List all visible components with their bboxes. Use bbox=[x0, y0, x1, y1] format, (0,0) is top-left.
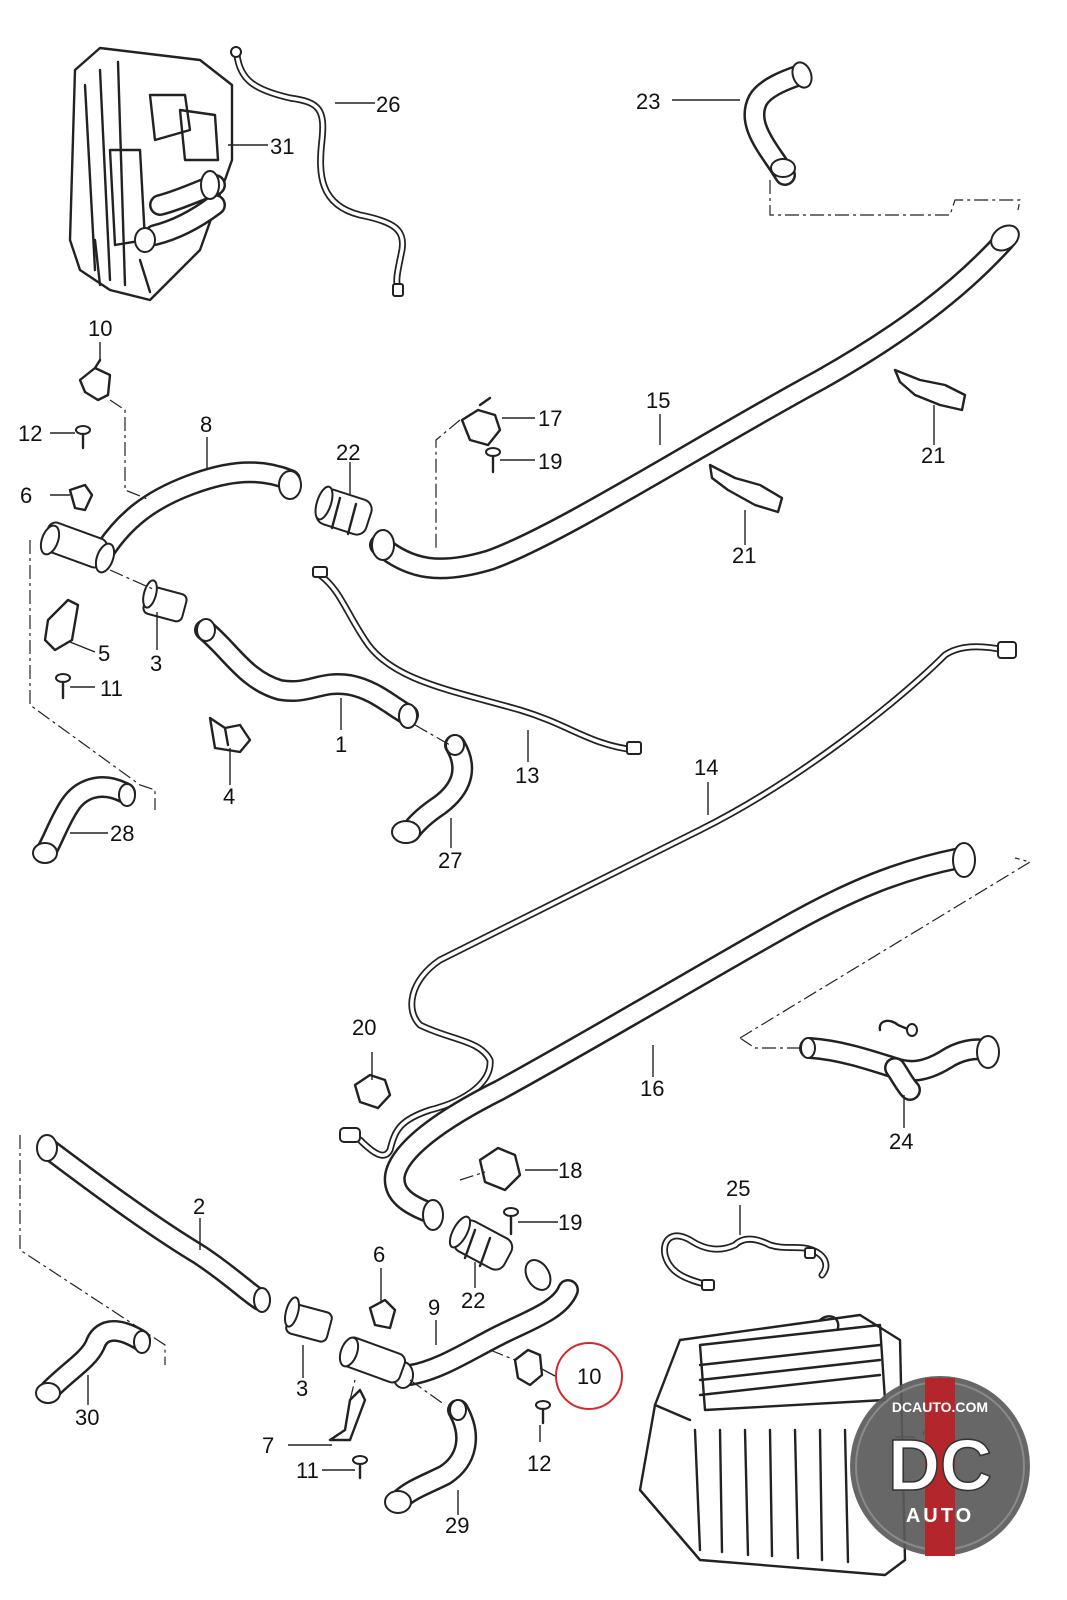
callout-6-top: 6 bbox=[20, 483, 32, 508]
leader-lines bbox=[50, 99, 935, 1515]
pipe-1 bbox=[194, 618, 419, 729]
dcauto-watermark-logo: DCAUTO.COM DC AUTO bbox=[850, 1376, 1030, 1556]
bracket-7 bbox=[328, 1388, 367, 1442]
callout-11-top: 11 bbox=[100, 676, 123, 701]
callout-22-bottom: 22 bbox=[461, 1288, 485, 1313]
connector-left bbox=[39, 521, 116, 574]
callout-12-top: 12 bbox=[18, 421, 42, 446]
callout-25: 25 bbox=[726, 1176, 750, 1201]
screw-11-top bbox=[55, 673, 71, 700]
callout-5: 5 bbox=[98, 641, 110, 666]
callout-4: 4 bbox=[223, 784, 235, 809]
clip-10-bottom bbox=[513, 1348, 544, 1387]
bracket-21-right bbox=[893, 368, 967, 412]
coupling-22-bottom bbox=[448, 1215, 514, 1271]
sensor-wire-14 bbox=[339, 641, 1017, 1159]
bracket-21-mid bbox=[708, 463, 784, 514]
callout-26: 26 bbox=[376, 92, 400, 117]
callout-23: 23 bbox=[636, 89, 660, 114]
hose-15 bbox=[369, 224, 1020, 580]
callout-30: 30 bbox=[75, 1405, 99, 1430]
callout-31-top: 31 bbox=[270, 134, 294, 159]
callout-19-bottom: 19 bbox=[558, 1210, 582, 1235]
callout-29: 29 bbox=[445, 1513, 469, 1538]
callout-20: 20 bbox=[352, 1015, 376, 1040]
hose-28 bbox=[32, 776, 136, 864]
screw-12-bottom bbox=[535, 1400, 551, 1425]
radiator-assembly-top bbox=[68, 46, 234, 302]
sensor-wire-13 bbox=[312, 566, 642, 755]
callout-14: 14 bbox=[694, 755, 718, 780]
watermark-initials: DC bbox=[888, 1426, 992, 1506]
hose-9 bbox=[392, 1259, 579, 1389]
callout-19-top: 19 bbox=[538, 449, 562, 474]
callout-10-bottom: 10 bbox=[577, 1364, 601, 1389]
watermark-word: AUTO bbox=[906, 1505, 974, 1527]
hose-30 bbox=[35, 1320, 151, 1404]
screw-12-top bbox=[75, 425, 91, 450]
callout-15: 15 bbox=[646, 388, 670, 413]
pipe-2 bbox=[36, 1134, 271, 1313]
screw-19-bottom bbox=[503, 1207, 519, 1236]
callout-21-mid: 21 bbox=[732, 543, 756, 568]
callout-3-top: 3 bbox=[150, 651, 162, 676]
hose-27 bbox=[391, 734, 474, 844]
hose-24 bbox=[799, 1019, 1000, 1101]
callout-10-top: 10 bbox=[88, 316, 112, 341]
callout-9: 9 bbox=[428, 1295, 440, 1320]
callout-27: 27 bbox=[438, 848, 462, 873]
callout-16: 16 bbox=[640, 1076, 664, 1101]
screw-19-top bbox=[485, 447, 501, 474]
coupling-22-top bbox=[314, 485, 373, 536]
highlight-circle bbox=[555, 1342, 623, 1410]
sensor-wire-26 bbox=[230, 46, 406, 297]
callout-11-bottom: 11 bbox=[296, 1458, 319, 1483]
callout-7: 7 bbox=[262, 1433, 274, 1458]
coupling-3-top bbox=[142, 579, 188, 623]
callout-labels: 26 31 23 10 12 8 22 17 15 19 21 6 21 5 3… bbox=[18, 89, 945, 1538]
callout-3-bottom: 3 bbox=[296, 1376, 308, 1401]
clip-18 bbox=[478, 1146, 522, 1192]
sensor-wire-25 bbox=[660, 1232, 830, 1291]
hose-23 bbox=[743, 61, 813, 186]
clip-6-top bbox=[68, 483, 94, 512]
watermark-site: DCAUTO.COM bbox=[892, 1399, 988, 1415]
callout-1: 1 bbox=[335, 732, 347, 757]
callout-21-right: 21 bbox=[921, 443, 945, 468]
hose-16 bbox=[383, 842, 976, 1231]
callout-13: 13 bbox=[515, 763, 539, 788]
callout-8: 8 bbox=[200, 412, 212, 437]
callout-22-top: 22 bbox=[336, 440, 360, 465]
callout-12-bottom: 12 bbox=[527, 1451, 551, 1476]
connector-bottom bbox=[338, 1336, 407, 1384]
callout-28: 28 bbox=[110, 821, 134, 846]
callout-2: 2 bbox=[193, 1194, 205, 1219]
callout-18: 18 bbox=[558, 1158, 582, 1183]
screw-11-bottom bbox=[352, 1455, 368, 1480]
reference-lines bbox=[19, 180, 1032, 1406]
coupling-3-bottom bbox=[284, 1296, 333, 1343]
hose-8 bbox=[94, 461, 302, 561]
clip-10-top bbox=[78, 358, 112, 402]
callout-17: 17 bbox=[538, 406, 562, 431]
bracket-4 bbox=[208, 716, 252, 754]
bracket-5 bbox=[43, 598, 80, 652]
clip-20 bbox=[353, 1073, 392, 1110]
clip-17 bbox=[460, 396, 502, 447]
callout-6-bottom: 6 bbox=[373, 1242, 385, 1267]
callout-24: 24 bbox=[889, 1129, 913, 1154]
clip-6-bottom bbox=[368, 1298, 397, 1330]
hose-29 bbox=[384, 1399, 478, 1514]
